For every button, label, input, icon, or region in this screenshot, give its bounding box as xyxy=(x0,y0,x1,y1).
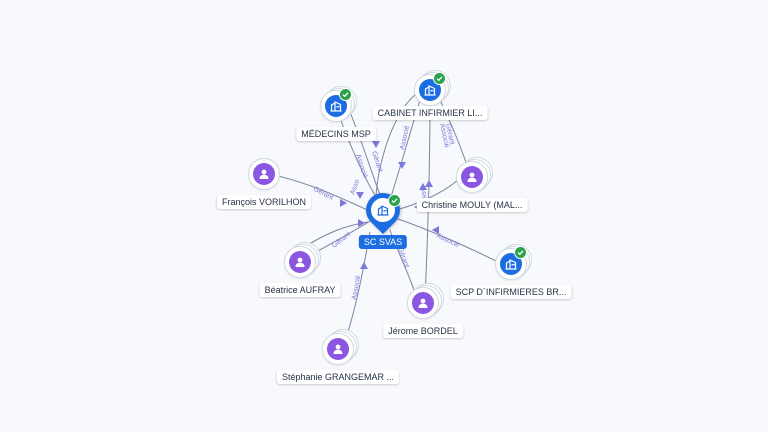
edge-cabinet-2 xyxy=(424,99,431,301)
edge-label: Gérant xyxy=(331,231,352,250)
edge-label: Gérant xyxy=(370,150,383,173)
building-icon xyxy=(419,79,441,101)
edge-scp xyxy=(397,218,499,263)
building-icon xyxy=(325,95,347,117)
arrow xyxy=(360,262,368,269)
node-avatar-stack xyxy=(456,157,493,193)
arrow xyxy=(356,192,364,199)
person-icon xyxy=(412,292,434,314)
node-label: Stéphanie GRANGEMAR ... xyxy=(276,370,400,384)
edge-label: Gérant xyxy=(312,186,334,202)
node-avatar-stack xyxy=(322,329,359,365)
arrow xyxy=(358,219,365,227)
edge-label: Gérant xyxy=(444,123,455,145)
center-node-label: SC SVAS xyxy=(358,235,408,249)
node-avatar-stack xyxy=(320,86,357,122)
node-avatar-stack xyxy=(284,242,321,278)
building-icon xyxy=(500,253,522,275)
edge-jerome xyxy=(389,229,415,291)
arrow xyxy=(398,162,406,169)
node-label: Christine MOULY (MAL... xyxy=(416,198,528,212)
node-avatar-stack xyxy=(495,244,532,280)
edge-label: Asso xyxy=(349,179,361,196)
node-label: Béatrice AUFRAY xyxy=(259,283,341,297)
node-avatar-stack xyxy=(248,158,280,190)
edge-label: Asso xyxy=(419,186,429,203)
node-label: CABINET INFIRMIER LI... xyxy=(372,106,488,120)
edge-label: Associé xyxy=(438,123,450,149)
edge-label: Gérant xyxy=(396,246,410,269)
arrow xyxy=(372,141,380,148)
node-label: Jérome BORDEL xyxy=(383,324,463,338)
person-icon xyxy=(461,166,483,188)
arrow xyxy=(432,226,439,234)
edge-francois xyxy=(277,175,373,213)
node-avatar-stack xyxy=(407,283,444,319)
arrow xyxy=(425,180,433,187)
node-label: François VORILHON xyxy=(216,195,312,209)
person-icon xyxy=(253,163,275,185)
verified-check-icon xyxy=(433,72,446,85)
node-avatar-stack xyxy=(414,70,451,106)
verified-check-icon xyxy=(339,88,352,101)
person-icon xyxy=(327,338,349,360)
arrow xyxy=(419,183,427,190)
verified-check-icon xyxy=(388,194,401,207)
arrow xyxy=(340,199,347,207)
person-icon xyxy=(289,251,311,273)
edge-label: Associé xyxy=(351,275,362,300)
node-label: SCP D`INFIRMIERES BR... xyxy=(450,285,572,299)
edge-label: Associé xyxy=(435,232,460,249)
verified-check-icon xyxy=(514,246,527,259)
node-label: MÉDECINS MSP xyxy=(296,127,376,141)
edge-label: Associé xyxy=(399,125,411,151)
